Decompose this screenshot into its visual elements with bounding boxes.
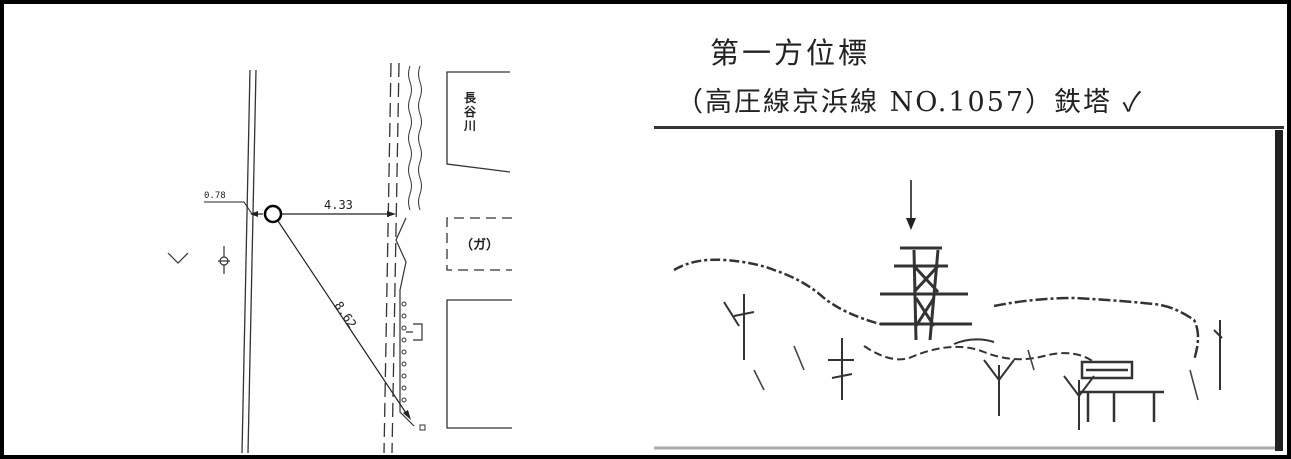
river-edge	[408, 65, 412, 211]
horizontal-measure-label: 4.33	[324, 198, 353, 212]
survey-map: 長谷川 （ガ） 0.78 4.33 8.62	[167, 62, 512, 454]
arrowhead	[387, 211, 396, 217]
gas-box	[446, 217, 512, 271]
gas-label: （ガ）	[460, 237, 499, 253]
bench-structure	[1080, 360, 1164, 422]
arrowhead	[906, 218, 916, 230]
offset-label: 0.78	[204, 191, 226, 201]
ground-scribble	[753, 345, 1199, 401]
diagonal-measure-line	[277, 220, 409, 417]
road-line	[241, 69, 251, 454]
sketch-subtitle: （高圧線京浜線 NO.1057）鉄塔 ✓	[676, 87, 1144, 118]
offset-leader	[204, 201, 253, 215]
arrowhead	[250, 211, 258, 217]
station-point	[263, 204, 283, 224]
dashed-road-edge	[383, 62, 392, 454]
survey-mark	[419, 424, 426, 431]
arrowhead	[403, 410, 411, 420]
tree-sketch	[723, 294, 1223, 430]
field-symbol	[167, 252, 189, 264]
road-line	[247, 69, 257, 454]
building-outline	[446, 71, 511, 173]
dashed-road-edge	[391, 62, 400, 454]
hill-line	[953, 338, 995, 345]
hill-line	[673, 258, 881, 326]
transmission-tower	[880, 246, 972, 341]
landmark-sketch	[654, 130, 1283, 451]
hill-line	[993, 296, 1200, 361]
diagonal-measure-label: 8.62	[332, 299, 360, 331]
building-outline	[446, 299, 512, 429]
hill-line	[863, 345, 1095, 363]
river-label: 長谷川	[463, 90, 477, 133]
sketch-title-block: 第一方位標 （高圧線京浜線 NO.1057）鉄塔 ✓	[654, 20, 1284, 129]
river-edge	[418, 65, 422, 211]
wall-step	[406, 323, 423, 341]
pole-symbol	[218, 246, 230, 274]
reference-sketch-panel: 第一方位標 （高圧線京浜線 NO.1057）鉄塔 ✓	[654, 20, 1284, 451]
retaining-wall	[395, 217, 415, 427]
wall-hatching	[401, 301, 407, 403]
sketch-title: 第一方位標	[710, 36, 871, 70]
